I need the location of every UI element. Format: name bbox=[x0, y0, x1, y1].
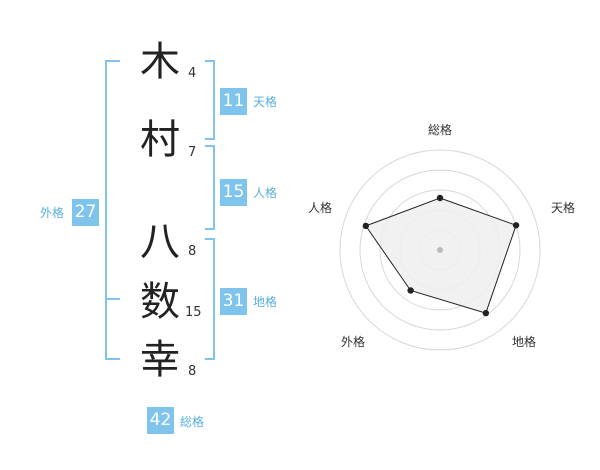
radar-ring-3 bbox=[379, 189, 501, 311]
radar-point-人格 bbox=[362, 222, 370, 230]
soukaku-value: 42 bbox=[147, 407, 174, 434]
stroke-count-4: 15 bbox=[185, 305, 202, 320]
name-char-4: 数 bbox=[140, 279, 180, 325]
radar-label-jinkaku: 人格 bbox=[307, 201, 332, 215]
name-char-1: 木 bbox=[140, 39, 180, 85]
jinkaku-value: 15 bbox=[220, 179, 247, 206]
radar-ring-5 bbox=[419, 229, 461, 271]
radar-label-gaikaku: 外格 bbox=[340, 335, 365, 349]
radar-center-dot bbox=[437, 247, 443, 253]
stroke-count-5: 8 bbox=[188, 364, 197, 379]
tenkaku-label: 天格 bbox=[253, 95, 278, 109]
radar-label-tenkaku: 天格 bbox=[550, 201, 575, 215]
radar-label-chikaku: 地格 bbox=[511, 335, 536, 349]
radar-point-地格 bbox=[482, 309, 490, 317]
stroke-count-3: 8 bbox=[188, 244, 197, 259]
radar-point-総格 bbox=[436, 194, 444, 202]
radar-ring-4 bbox=[399, 209, 481, 291]
radar-ring-2 bbox=[359, 169, 521, 331]
stroke-count-1: 4 bbox=[188, 66, 197, 81]
stroke-count-2: 7 bbox=[188, 145, 197, 160]
radar-point-天格 bbox=[512, 222, 520, 229]
radar-ring-1 bbox=[339, 149, 541, 351]
tenkaku-value: 11 bbox=[220, 88, 247, 115]
chikaku-label: 地格 bbox=[253, 295, 278, 309]
name-char-2: 村 bbox=[140, 117, 180, 163]
name-char-5: 幸 bbox=[140, 337, 180, 383]
radar-point-外格 bbox=[407, 287, 414, 294]
gaikaku-value: 27 bbox=[72, 199, 99, 226]
chikaku-value: 31 bbox=[220, 288, 247, 315]
radar-polygon bbox=[365, 197, 517, 314]
radar-label-soukaku: 総格 bbox=[427, 123, 452, 137]
gaikaku-label: 外格 bbox=[40, 206, 65, 220]
name-char-3: 八 bbox=[140, 219, 180, 265]
soukaku-label: 総格 bbox=[180, 415, 205, 429]
jinkaku-label: 人格 bbox=[253, 186, 278, 200]
